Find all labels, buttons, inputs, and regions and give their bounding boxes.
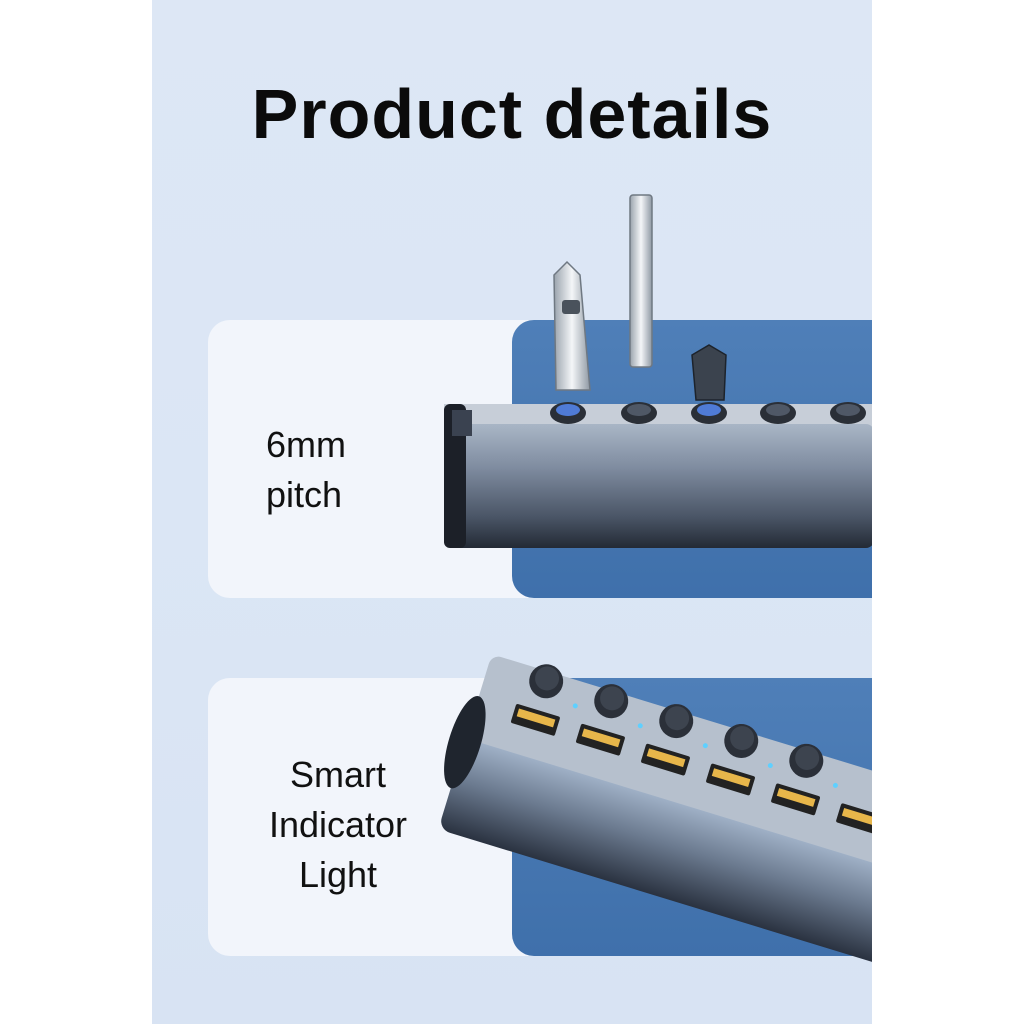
accent-block xyxy=(512,320,872,598)
feature-card-indicator: Smart Indicator Light xyxy=(208,678,872,956)
label-line: Light xyxy=(298,854,378,895)
feature-card-pitch: 6mm pitch xyxy=(208,320,872,598)
label-line: Smart xyxy=(289,754,386,795)
label-line: 6mm xyxy=(266,424,346,465)
label-line: Indicator xyxy=(268,804,408,845)
feature-label-indicator: Smart Indicator Light xyxy=(248,750,428,900)
label-line: pitch xyxy=(266,474,343,515)
feature-label-pitch: 6mm pitch xyxy=(266,420,346,520)
accent-block xyxy=(512,678,872,956)
product-panel: Product details 6mm pitch Smart Indicato… xyxy=(152,0,872,1024)
page-title: Product details xyxy=(251,75,773,153)
